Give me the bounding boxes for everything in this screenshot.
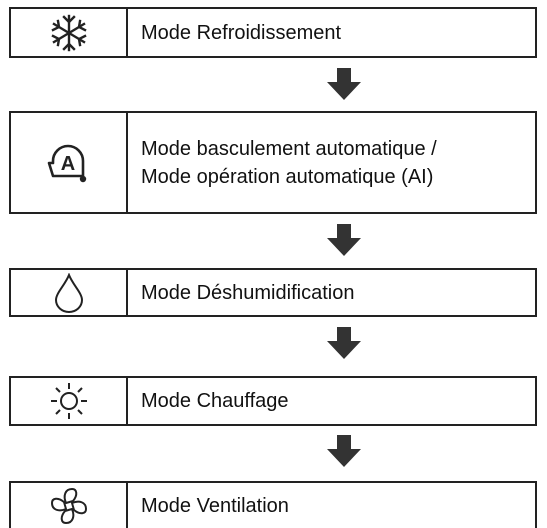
- mode-auto-icon-cell: A: [11, 113, 128, 212]
- droplet-icon: [54, 272, 83, 313]
- mode-auto-label-cell: Mode basculement automatique / Mode opér…: [128, 113, 535, 212]
- down-arrow-icon: [326, 224, 362, 256]
- fan-icon: [50, 487, 87, 524]
- down-arrow-icon: [326, 435, 362, 467]
- sun-icon: [50, 383, 87, 419]
- mode-heating-icon-cell: [11, 378, 128, 424]
- snowflake-icon: [50, 14, 87, 51]
- mode-ventilation-label-cell: Mode Ventilation: [128, 483, 535, 528]
- auto-mode-icon: A: [47, 144, 86, 182]
- mode-heating-label: Mode Chauffage: [141, 390, 289, 412]
- mode-dehumidification-row: Mode Déshumidification: [9, 268, 537, 317]
- down-arrow-icon: [326, 327, 362, 359]
- mode-auto-row: A Mode basculement automatique / Mode op…: [9, 111, 537, 214]
- auto-icon-letter: A: [60, 153, 74, 175]
- mode-cooling-label-cell: Mode Refroidissement: [128, 9, 535, 56]
- mode-ventilation-icon-cell: [11, 483, 128, 528]
- mode-dehumidification-icon-cell: [11, 270, 128, 315]
- mode-cooling-icon-cell: [11, 9, 128, 56]
- mode-heating-label-cell: Mode Chauffage: [128, 378, 535, 424]
- down-arrow-icon: [326, 68, 362, 100]
- mode-cooling-row: Mode Refroidissement: [9, 7, 537, 58]
- mode-dehumidification-label-cell: Mode Déshumidification: [128, 270, 535, 315]
- mode-auto-label-line-2: Mode opération automatique (AI): [141, 165, 434, 188]
- mode-dehumidification-label: Mode Déshumidification: [141, 281, 355, 304]
- mode-cooling-label: Mode Refroidissement: [141, 21, 342, 44]
- mode-auto-label-line-1: Mode basculement automatique /: [141, 137, 437, 160]
- mode-ventilation-label: Mode Ventilation: [141, 494, 289, 517]
- mode-heating-row: Mode Chauffage: [9, 376, 537, 426]
- mode-ventilation-row: Mode Ventilation: [9, 481, 537, 528]
